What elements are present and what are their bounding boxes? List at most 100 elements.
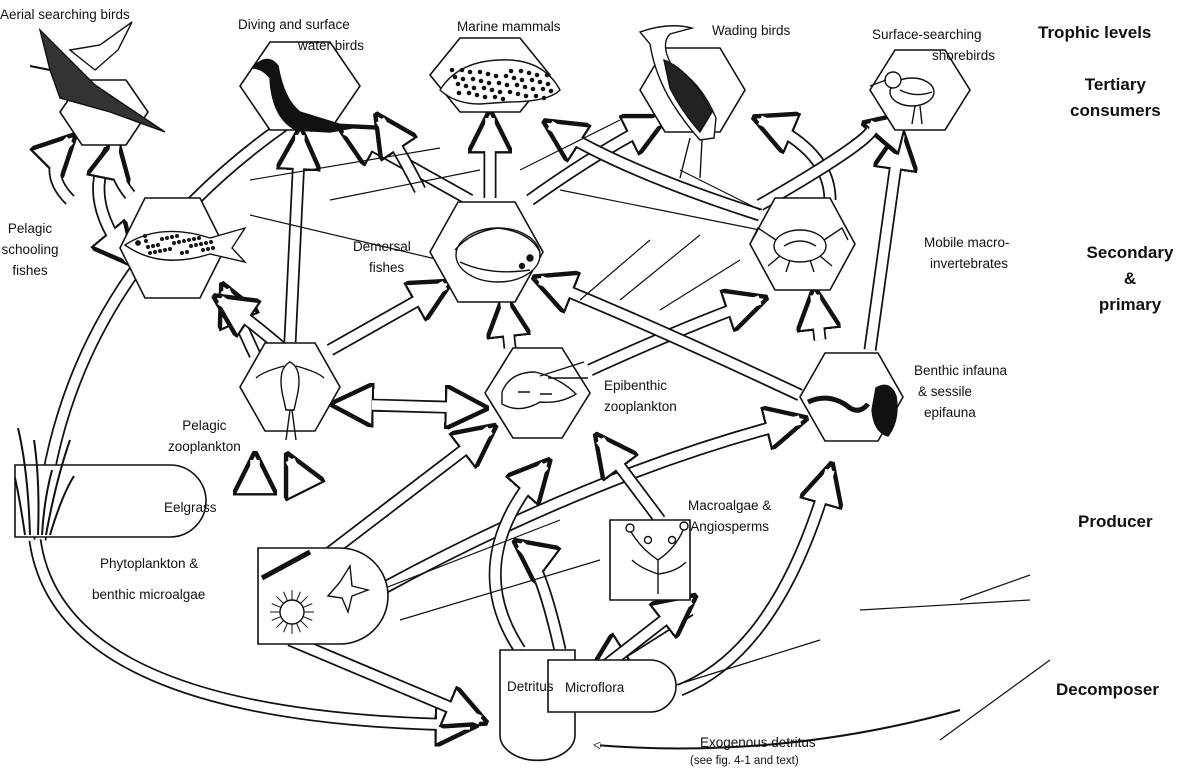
- fish-spot: [212, 247, 215, 250]
- seal-spot: [516, 92, 519, 95]
- seal-spot: [515, 83, 518, 86]
- seal-spot: [501, 97, 504, 100]
- seal-spot: [541, 87, 544, 90]
- fish-spot: [210, 241, 213, 244]
- fish-spot: [178, 241, 181, 244]
- seal-spot: [478, 70, 481, 73]
- level-tertiary: Tertiary consumers: [1070, 72, 1161, 124]
- fish-spot: [152, 245, 155, 248]
- label-pelagic-zooplankton: Pelagic zooplankton: [168, 415, 241, 457]
- seal-spot: [493, 95, 496, 98]
- seal-spot: [546, 82, 549, 85]
- seal-spot: [520, 78, 523, 81]
- fish-spot: [195, 244, 198, 247]
- trophic-levels-heading: Trophic levels: [1038, 20, 1151, 46]
- seal-spot: [498, 90, 501, 93]
- seal-spot: [542, 96, 545, 99]
- seal-spot: [494, 74, 497, 77]
- fish-spot: [193, 238, 196, 241]
- fish-spot: [188, 239, 191, 242]
- seal-spot: [456, 82, 459, 85]
- label-microflora: Microflora: [565, 677, 624, 698]
- fish-spot: [205, 242, 208, 245]
- fish-spot: [198, 237, 201, 240]
- label-pelagic-fishes: Pelagic schooling fishes: [0, 218, 60, 281]
- seal-spot: [527, 71, 530, 74]
- fish-spot: [202, 249, 205, 252]
- label-phytoplankton: Phytoplankton & benthic microalgae: [100, 553, 205, 605]
- label-marine-mammals: Marine mammals: [457, 16, 561, 37]
- seal-spot: [538, 80, 541, 83]
- fish-spot: [190, 245, 193, 248]
- fish-spot: [173, 242, 176, 245]
- label-detritus: Detritus: [507, 676, 554, 697]
- fish-spot: [200, 243, 203, 246]
- seal-spot: [519, 69, 522, 72]
- seal-spot: [523, 85, 526, 88]
- seal-spot: [508, 90, 511, 93]
- seal-spot: [471, 77, 474, 80]
- label-eelgrass: Eelgrass: [164, 497, 217, 518]
- fish-spot: [176, 235, 179, 238]
- fish-spot: [149, 252, 152, 255]
- fish-spot: [169, 248, 172, 251]
- seal-spot: [450, 68, 453, 71]
- seal-spot: [453, 75, 456, 78]
- flow-arrow-fill: [815, 295, 820, 340]
- flow-arrow-fill: [330, 285, 445, 350]
- fish-spot: [144, 235, 147, 238]
- label-demersal-fishes: Demersal fishes: [353, 236, 411, 278]
- seal-spot: [535, 73, 538, 76]
- seal-spot: [549, 89, 552, 92]
- label-macroalgae: Macroalgae & Angiosperms: [688, 495, 771, 537]
- seal-spot: [467, 91, 470, 94]
- fish-spot: [164, 249, 167, 252]
- label-epibenthic-zooplankton: Epibenthic zooplankton: [604, 375, 677, 417]
- fish-spot: [166, 237, 169, 240]
- seal-spot: [531, 87, 534, 90]
- seal-spot: [534, 94, 537, 97]
- flounder-illustration: [455, 228, 540, 282]
- seal-spot: [512, 76, 515, 79]
- seal-spot: [524, 94, 527, 97]
- thin-connector-lines: [250, 120, 1050, 740]
- fish-spot: [145, 240, 148, 243]
- level-secondary-primary: Secondary & primary: [1070, 240, 1190, 318]
- phytoplankton-box: [258, 548, 388, 644]
- label-aerial-birds: Aerial searching birds: [0, 4, 130, 25]
- seal-spot: [468, 70, 471, 73]
- label-diving-birds: Diving and surface water birds: [238, 14, 364, 56]
- seal-spot: [472, 86, 475, 89]
- fish-spot: [157, 244, 160, 247]
- seal-spot: [545, 73, 548, 76]
- fish-spot: [171, 236, 174, 239]
- macroalgae-box: [610, 520, 690, 600]
- fish-spot: [154, 251, 157, 254]
- label-macroinvertebrates: Mobile macro- invertebrates: [924, 232, 1010, 274]
- flow-arrow-fill: [55, 140, 70, 200]
- seal-spot: [461, 77, 464, 80]
- label-wading-birds: Wading birds: [712, 20, 790, 41]
- seal-spot: [483, 95, 486, 98]
- flow-arrow-fill: [505, 302, 510, 348]
- label-benthic-infauna: Benthic infauna & sessile epifauna: [914, 360, 1007, 423]
- fish-spot: [159, 250, 162, 253]
- seal-spot: [505, 83, 508, 86]
- flow-arrow-fill: [290, 135, 300, 342]
- fish-spot: [147, 246, 150, 249]
- fish-spot: [183, 240, 186, 243]
- level-decomposer: Decomposer: [1056, 677, 1159, 703]
- fish-spot: [181, 252, 184, 255]
- fish-spot: [186, 251, 189, 254]
- seal-spot: [482, 86, 485, 89]
- seal-spot: [497, 81, 500, 84]
- seal-spot: [486, 72, 489, 75]
- seal-spot: [504, 74, 507, 77]
- seal-spot: [457, 91, 460, 94]
- flow-arrow-fill: [290, 640, 480, 720]
- fish-spot: [207, 248, 210, 251]
- seal-spot: [490, 88, 493, 91]
- seal-spot: [479, 79, 482, 82]
- label-shorebirds: Surface-searching shorebirds: [872, 24, 995, 66]
